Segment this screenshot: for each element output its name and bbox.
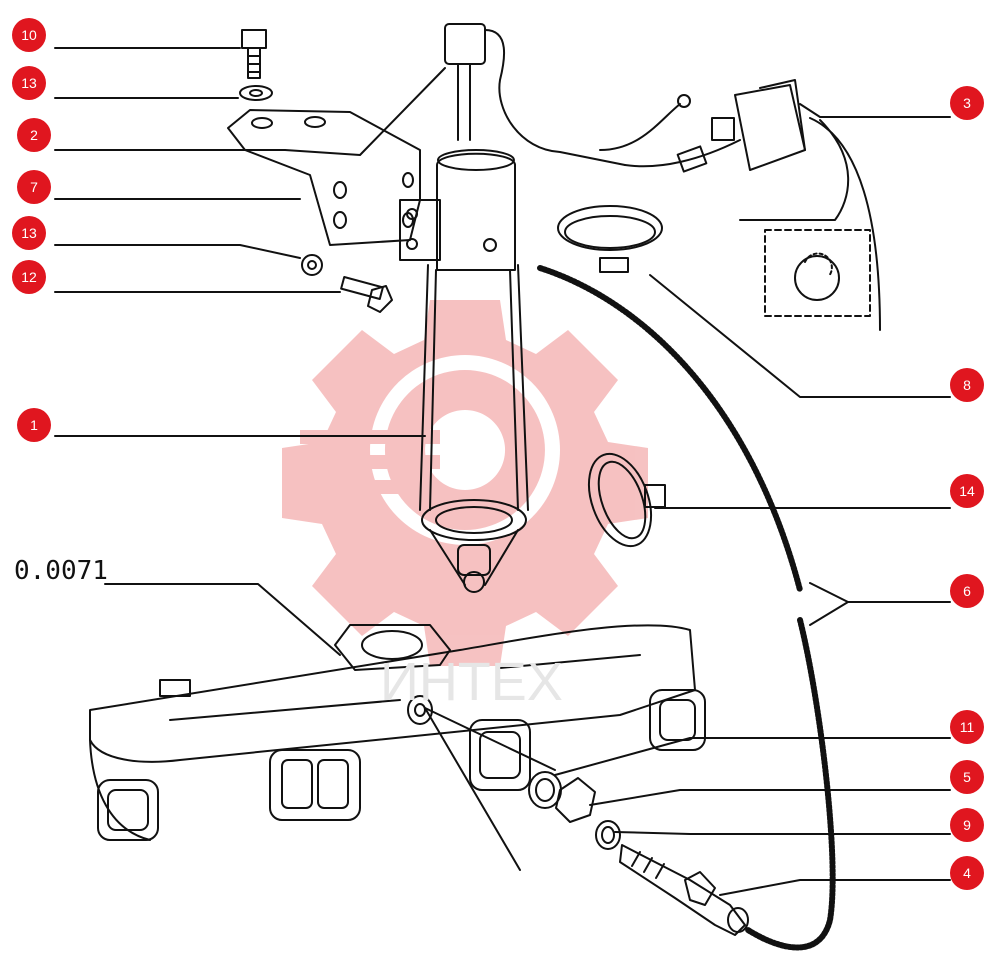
bolt-head <box>241 29 267 49</box>
callout-13-top: 13 <box>12 66 46 100</box>
callout-5: 5 <box>950 760 984 794</box>
switch <box>734 84 806 171</box>
leader-6b <box>809 601 849 626</box>
leader-flange <box>104 583 341 656</box>
watermark-logo <box>282 300 648 666</box>
callout-1: 1 <box>17 408 51 442</box>
callout-3: 3 <box>950 86 984 120</box>
leader-grommet-a <box>424 707 521 871</box>
callout-6: 6 <box>950 574 984 608</box>
leader-4 <box>719 879 951 896</box>
heater-body <box>436 152 516 271</box>
callout-4: 4 <box>950 856 984 890</box>
leader-9 <box>614 831 951 835</box>
callout-13-mid: 13 <box>12 216 46 250</box>
figure-reference: 0.0071 <box>14 556 108 586</box>
leader-11 <box>554 737 951 776</box>
manifold <box>89 624 696 763</box>
callout-7: 7 <box>17 170 51 204</box>
callout-11: 11 <box>950 710 984 744</box>
leader-8 <box>649 274 951 398</box>
bracket <box>227 109 421 246</box>
callout-9: 9 <box>950 808 984 842</box>
leader-6 <box>809 582 951 603</box>
leader-3 <box>799 103 951 118</box>
leader-2-ext <box>284 67 446 156</box>
callout-14: 14 <box>950 474 984 508</box>
callout-2: 2 <box>17 118 51 152</box>
leader-5 <box>589 789 951 806</box>
callout-8: 8 <box>950 368 984 402</box>
callout-12: 12 <box>12 260 46 294</box>
watermark-text: ИНТЕХ <box>380 652 563 712</box>
callout-10: 10 <box>12 18 46 52</box>
leader-13-mid <box>54 244 301 259</box>
leader-grommet-b <box>424 707 556 771</box>
